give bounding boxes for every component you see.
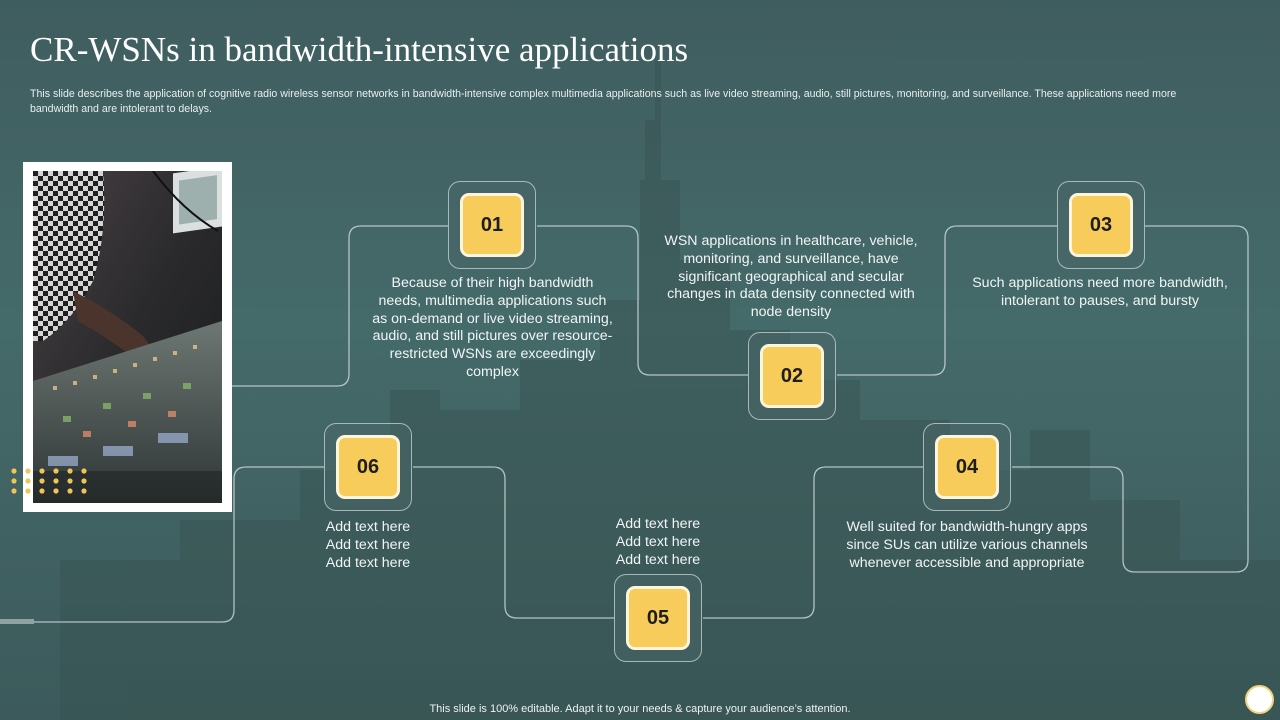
step-06-badge-frame: 06 — [324, 423, 412, 511]
step-06-line-1: Add text here — [325, 519, 411, 535]
step-04-number: 04 — [935, 435, 999, 499]
step-01-badge-frame: 01 — [448, 181, 536, 269]
step-05-number: 05 — [626, 586, 690, 650]
step-02-badge-frame: 02 — [748, 332, 836, 420]
step-05-badge-frame: 05 — [614, 574, 702, 662]
slide-footer: This slide is 100% editable. Adapt it to… — [429, 703, 851, 715]
step-03-number: 03 — [1069, 193, 1133, 257]
step-06-text: Add text here Add text here Add text her… — [308, 519, 428, 572]
step-04-badge-frame: 04 — [923, 423, 1011, 511]
step-01-text: Because of their high bandwidth needs, m… — [372, 275, 613, 380]
step-04-text: Well suited for bandwidth-hungry apps si… — [846, 519, 1088, 571]
slide-title: CR-WSNs in bandwidth-intensive applicati… — [30, 30, 689, 69]
decorative-dot-grid — [11, 468, 87, 494]
step-02-number: 02 — [760, 344, 824, 408]
step-05-line-2: Add text here — [615, 533, 701, 550]
corner-circle-decoration — [1245, 685, 1274, 714]
step-03-badge-frame: 03 — [1057, 181, 1145, 269]
step-01-number: 01 — [460, 193, 524, 257]
step-06-line-2: Add text here — [325, 536, 411, 553]
audio-mixing-console-photo — [33, 171, 222, 503]
slide-subtitle: This slide describes the application of … — [30, 88, 1177, 115]
photo-frame — [23, 162, 232, 512]
step-06-line-3: Add text here — [325, 554, 411, 571]
step-05-text: Add text here Add text here Add text her… — [598, 516, 718, 569]
step-02-text: WSN applications in healthcare, vehicle,… — [664, 233, 918, 321]
step-05-line-3: Add text here — [615, 551, 701, 568]
left-accent-bar — [0, 619, 34, 624]
step-06-number: 06 — [336, 435, 400, 499]
step-03-text: Such applications need more bandwidth, i… — [972, 275, 1228, 309]
step-05-line-1: Add text here — [615, 516, 701, 532]
